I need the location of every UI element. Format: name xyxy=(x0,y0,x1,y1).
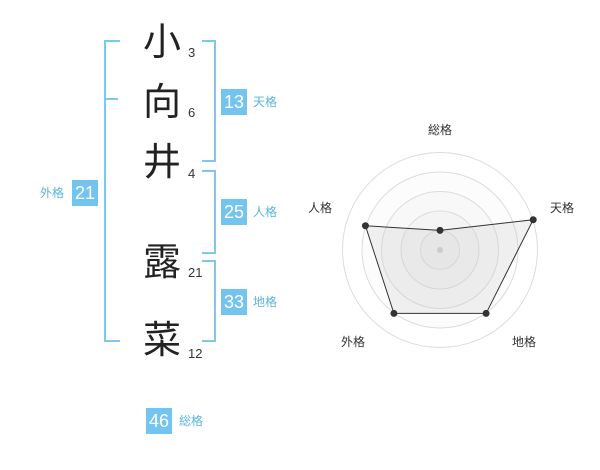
radar-ring-5 xyxy=(342,152,538,348)
name-char-5: 菜 xyxy=(142,318,181,362)
soukaku-label: 総格 xyxy=(179,414,204,428)
name-char-1: 小 xyxy=(142,20,181,64)
soukaku-value: 46 xyxy=(146,408,172,434)
tenkaku-value: 13 xyxy=(221,89,247,115)
gaikaku-label: 外格 xyxy=(40,186,65,200)
tenkaku-label: 天格 xyxy=(253,95,278,109)
gaikaku-value: 21 xyxy=(72,180,98,206)
radar-point-2 xyxy=(529,216,537,224)
radar-ring-3 xyxy=(381,191,499,309)
chikaku-bracket xyxy=(202,260,216,342)
radar-point-5 xyxy=(361,222,369,230)
chikaku-value: 33 xyxy=(221,289,247,315)
radar-center-dot xyxy=(437,247,443,253)
name-char-3: 井 xyxy=(142,140,181,184)
radar-axis-label-2: 天格 xyxy=(550,200,574,215)
radar-axis-label-4: 外格 xyxy=(341,334,365,349)
tenkaku-bracket xyxy=(202,40,216,162)
radar-axis-label-1: 総格 xyxy=(428,122,452,137)
stroke-count-3: 4 xyxy=(188,166,196,181)
jinkaku-label: 人格 xyxy=(253,205,278,219)
radar-axis-label-5: 人格 xyxy=(308,200,332,215)
name-char-2: 向 xyxy=(142,80,181,124)
radar-point-3 xyxy=(482,309,490,317)
stroke-count-2: 6 xyxy=(188,105,196,120)
radar-axis-label-3: 地格 xyxy=(512,334,536,349)
radar-ring-4 xyxy=(361,171,519,329)
gaikaku-bracket-tick xyxy=(104,98,118,100)
gaikaku-bracket xyxy=(104,40,120,342)
stroke-count-4: 21 xyxy=(188,265,203,280)
radar-series-polygon xyxy=(364,219,535,314)
stroke-count-1: 3 xyxy=(188,45,196,60)
radar-ring-1 xyxy=(420,230,460,270)
radar-point-1 xyxy=(436,226,444,234)
name-char-4: 露 xyxy=(142,240,181,284)
chikaku-label: 地格 xyxy=(253,295,278,309)
radar-point-4 xyxy=(390,309,398,317)
jinkaku-bracket xyxy=(202,170,216,254)
stroke-count-5: 12 xyxy=(188,346,203,361)
jinkaku-value: 25 xyxy=(221,199,247,225)
radar-ring-2 xyxy=(400,210,480,290)
